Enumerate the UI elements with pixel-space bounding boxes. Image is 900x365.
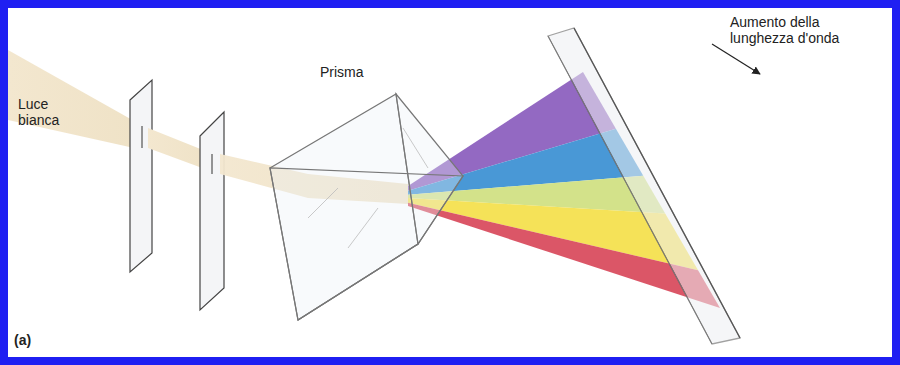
- wavelength-arrow: [712, 44, 760, 74]
- spectrum: [408, 72, 720, 308]
- white-light-beam: [8, 50, 143, 150]
- prism: [270, 94, 463, 320]
- panel-label: (a): [14, 332, 31, 348]
- slit-plate: [130, 80, 152, 272]
- frame: Luce bianca Prisma Aumento della lunghezza…: [8, 8, 892, 357]
- axis-label: Aumento della lunghezza d'onda: [730, 14, 880, 46]
- prism-illustration: [8, 8, 892, 357]
- slit-plate: [200, 112, 224, 310]
- screen: [548, 28, 740, 344]
- light-label: Luce bianca: [18, 96, 78, 128]
- part-label: Prisma: [320, 64, 364, 80]
